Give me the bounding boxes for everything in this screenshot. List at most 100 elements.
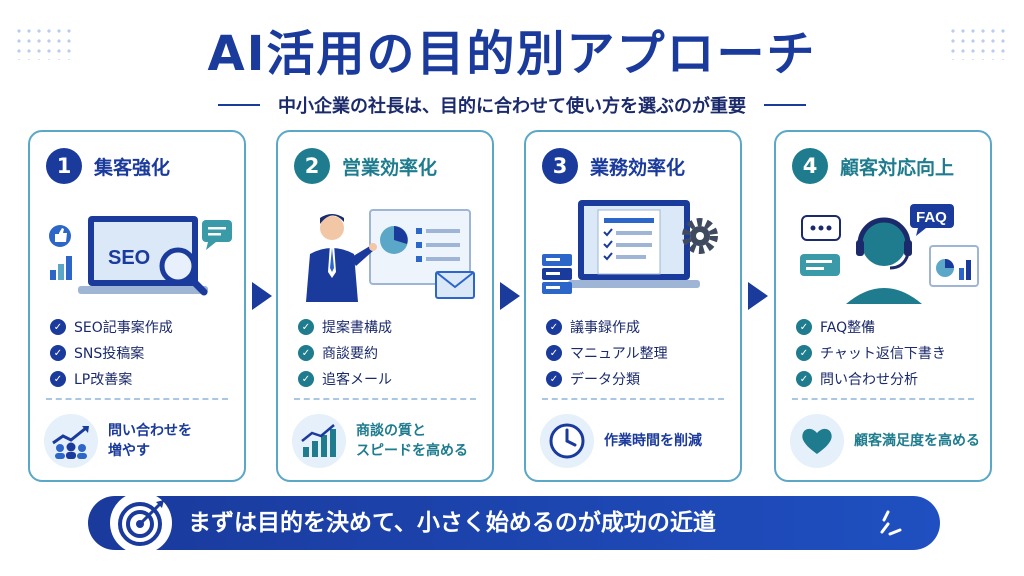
server-stack-icon [542, 254, 572, 294]
document-checklist-icon [597, 209, 661, 275]
list-item: ✓ SNS投稿案 [50, 340, 173, 366]
subtitle-line-left [218, 104, 260, 106]
bar-chart-icon [50, 256, 72, 280]
check-icon: ✓ [796, 319, 812, 335]
list-item-text: チャット返信下書き [820, 346, 946, 362]
step-number: 1 [46, 148, 82, 184]
faq-badge: FAQ [910, 204, 954, 236]
result-row: 問い合わせを 増やす [44, 410, 236, 472]
headset-operator-icon [846, 217, 922, 304]
flow-arrow-3 [748, 282, 768, 310]
check-icon: ✓ [298, 371, 314, 387]
thumbs-up-icon [49, 225, 71, 247]
list-item-text: 商談要約 [322, 346, 378, 362]
task-list: ✓提案書構成 ✓ 商談要約 ✓ 追客メール [298, 314, 392, 392]
list-item-text: 議事録作成 [570, 320, 640, 336]
emphasis-burst-icon [880, 510, 902, 536]
list-item: ✓ FAQ整備 [796, 314, 946, 340]
envelope-icon [435, 271, 475, 299]
check-icon: ✓ [298, 345, 314, 361]
chat-bubble-icon [801, 215, 841, 241]
check-icon: ✓ [298, 319, 314, 335]
divider [542, 398, 724, 400]
list-item-text: 追客メール [322, 372, 392, 388]
list-item-text: SEO記事案作成 [74, 320, 173, 336]
list-item: ✓ マニュアル整理 [546, 340, 668, 366]
card-title: 集客強化 [94, 156, 171, 179]
list-item-text: LP改善案 [74, 372, 133, 388]
list-item-text: FAQ整備 [820, 320, 876, 336]
divider [46, 398, 228, 400]
result-text: 作業時間を削減 [604, 433, 702, 449]
check-icon: ✓ [50, 345, 66, 361]
conclusion-banner: まずは目的を決めて、小さく始めるのが成功の近道 [88, 492, 940, 554]
check-icon: ✓ [50, 319, 66, 335]
check-icon: ✓ [546, 319, 562, 335]
subtitle-row: 中小企業の社長は、目的に合わせて使い方を選ぶのが重要 [0, 92, 1024, 118]
check-icon: ✓ [546, 345, 562, 361]
businessman-icon [306, 214, 377, 302]
bar-chart-icon [929, 245, 979, 287]
target-arrow-icon [110, 492, 172, 554]
result-row: 顧客満足度を高める [790, 410, 982, 472]
faq-label: FAQ [916, 209, 947, 226]
support-illustration: FAQ [800, 204, 979, 304]
task-list: ✓ FAQ整備 ✓ チャット返信下書き ✓ 問い合わせ分析 [796, 314, 946, 392]
check-icon: ✓ [546, 371, 562, 387]
result-text: 顧客満足度を高める [854, 433, 980, 449]
card-title: 営業効率化 [342, 156, 438, 179]
list-item: ✓提案書構成 [298, 314, 392, 340]
list-item-text: マニュアル整理 [570, 346, 668, 362]
task-list: ✓ 議事録作成 ✓ マニュアル整理 ✓ データ分類 [546, 314, 668, 392]
growth-people-icon [44, 414, 98, 468]
card-customer-acquisition: 1 集客強化 SEO ✓ SEO記事案作成 ✓ SNS投稿案 ✓ LP改善案 問い合わ… [28, 130, 246, 482]
check-icon: ✓ [796, 371, 812, 387]
check-icon: ✓ [796, 345, 812, 361]
list-item: ✓ データ分類 [546, 366, 668, 392]
list-item-text: データ分類 [570, 372, 640, 388]
growth-chart-icon [292, 414, 346, 468]
divider [294, 398, 476, 400]
result-row: 商談の質と スピードを高める [292, 410, 484, 472]
result-text: 問い合わせを 増やす [108, 423, 192, 459]
list-item: ✓ 追客メール [298, 366, 392, 392]
card-title: 顧客対応向上 [840, 156, 955, 179]
card-customer-support: 4 顧客対応向上 FAQ ✓FAQ整備 ✓チャット返信下書き ✓問い合わせ分析 … [774, 130, 992, 482]
list-item-text: 問い合わせ分析 [820, 372, 918, 388]
subtitle-line-right [764, 104, 806, 106]
sales-illustration [306, 209, 475, 302]
list-item-text: SNS投稿案 [74, 346, 145, 362]
card-header: 4 顧客対応向上 [792, 148, 980, 184]
clock-icon [540, 414, 594, 468]
decorative-dots-left [14, 26, 74, 60]
card-sales-efficiency: 2 営業効率化 ✓提案書構成 ✓商談要約 ✓追客メール 商談の質と スピードを高… [276, 130, 494, 482]
divider [792, 398, 974, 400]
list-item: ✓ チャット返信下書き [796, 340, 946, 366]
flow-arrow-1 [252, 282, 272, 310]
page-title: AI活用の目的別アプローチ [207, 26, 817, 82]
seo-illustration: SEO [49, 216, 232, 296]
magnifier-icon [159, 247, 208, 296]
result-text: 商談の質と スピードを高める [356, 423, 468, 459]
gear-icon [682, 218, 718, 254]
presentation-board-icon [369, 209, 471, 285]
banner-text: まずは目的を決めて、小さく始めるのが成功の近道 [188, 510, 716, 536]
card-operations-efficiency: 3 業務効率化 ✓ 議事録作成 ✓ マニュアル整理 ✓ データ分類 作業時間を削減 [524, 130, 742, 482]
page-subtitle: 中小企業の社長は、目的に合わせて使い方を選ぶのが重要 [278, 96, 746, 117]
card-header: 3 業務効率化 [542, 148, 730, 184]
list-item: ✓ LP改善案 [50, 366, 173, 392]
seo-label: SEO [108, 247, 150, 269]
result-row: 作業時間を削減 [540, 410, 732, 472]
flow-arrow-2 [500, 282, 520, 310]
card-title: 業務効率化 [590, 156, 686, 179]
decorative-dots-right [948, 26, 1008, 60]
check-icon: ✓ [50, 371, 66, 387]
list-item: ✓ 議事録作成 [546, 314, 668, 340]
chat-bubble-icon [202, 220, 232, 250]
card-header: 1 集客強化 [46, 148, 234, 184]
list-item: ✓ SEO記事案作成 [50, 314, 173, 340]
chat-bubble-icon [800, 254, 840, 276]
operations-illustration [542, 200, 718, 294]
task-list: ✓ SEO記事案作成 ✓ SNS投稿案 ✓ LP改善案 [50, 314, 173, 392]
list-item: ✓ 問い合わせ分析 [796, 366, 946, 392]
